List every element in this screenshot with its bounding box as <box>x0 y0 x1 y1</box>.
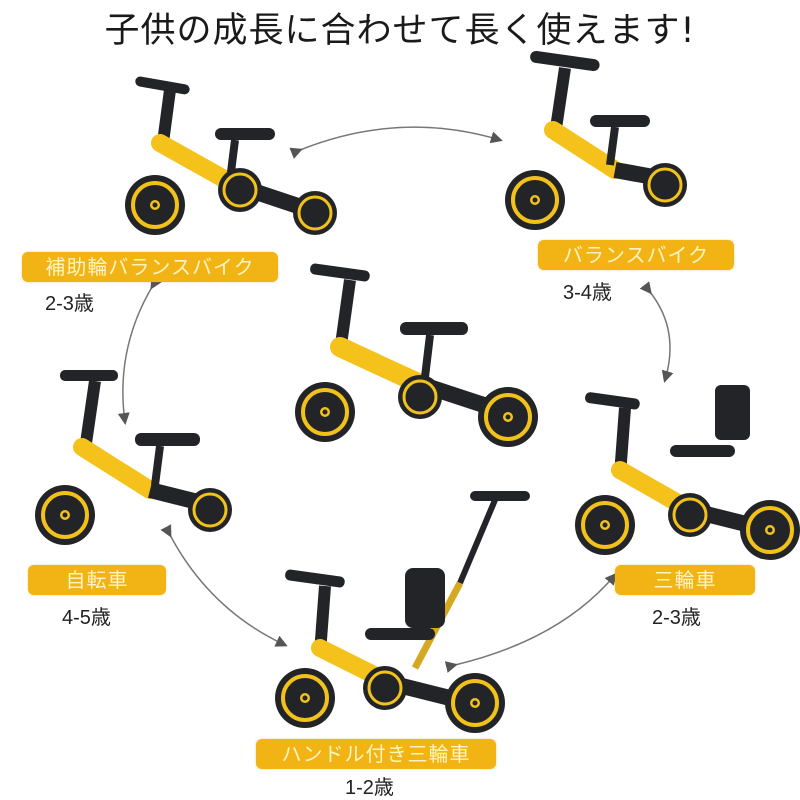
bike-handle-tricycle-image <box>273 491 530 733</box>
bike-balance-image <box>503 50 689 232</box>
age-assisted-balance-bike: 2-3歳 <box>45 293 94 315</box>
page-title: 子供の成長に合わせて長く使えます! <box>104 11 696 51</box>
label-balance-bike: バランスバイク <box>538 240 734 270</box>
age-tricycle: 2-3歳 <box>652 607 701 629</box>
label-tricycle: 三輪車 <box>615 565 755 595</box>
bike-tricycle-image <box>573 385 800 562</box>
label-assisted-balance-bike: 補助輪バランスバイク <box>22 252 278 282</box>
bike-bicycle-image <box>33 370 234 547</box>
bike-assisted-balance-image <box>123 76 339 237</box>
age-bicycle: 4-5歳 <box>62 607 111 629</box>
label-bicycle: 自転車 <box>28 565 166 595</box>
label-handle-tricycle: ハンドル付き三輪車 <box>256 739 496 769</box>
age-handle-tricycle: 1-2歳 <box>345 777 394 799</box>
age-balance-bike: 3-4歳 <box>563 282 612 304</box>
bike-center-image <box>293 263 540 449</box>
